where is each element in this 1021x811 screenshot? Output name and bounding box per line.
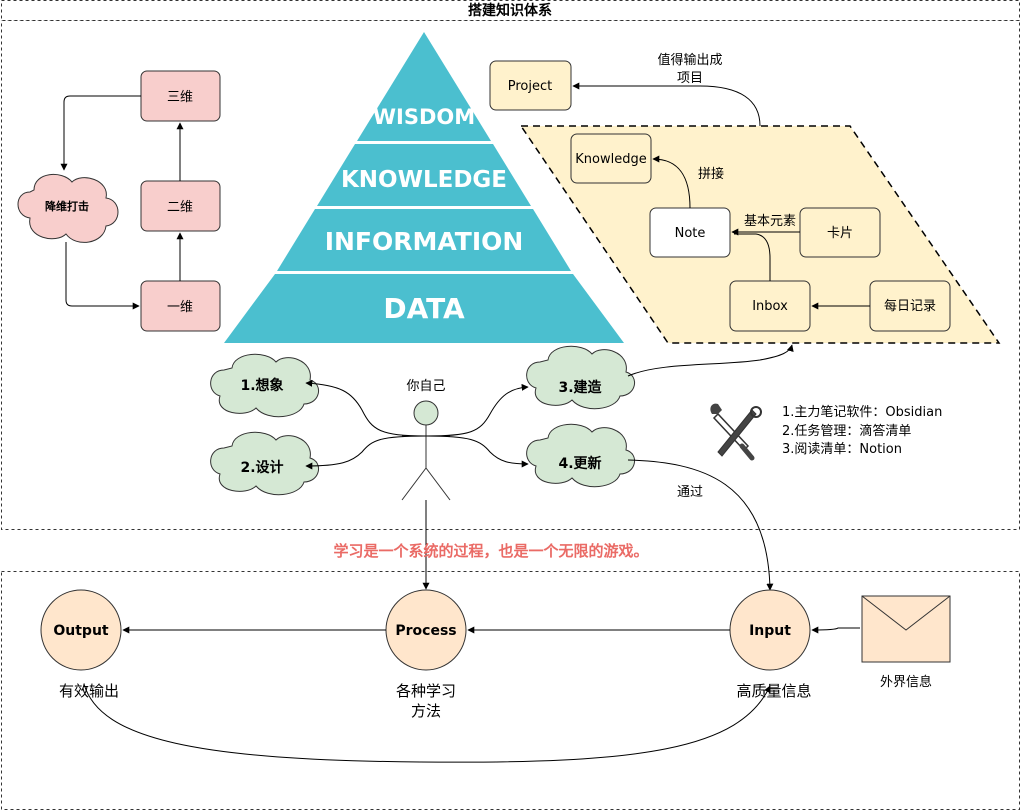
arrow-cloud-to-one — [65, 242, 140, 310]
output-node[interactable] — [40, 589, 122, 671]
arrow-actor-to-imagine — [305, 379, 427, 437]
imagine-label: 1.想象 — [240, 377, 283, 394]
actor-group: 你自己 1.想象 2.设计 3.建造 4.更新 通过 — [210, 344, 794, 591]
pyramid-data-layer — [224, 274, 624, 343]
dikw-pyramid: WISDOM KNOWLEDGE INFORMATION DATA — [224, 32, 624, 343]
arrow-actor-to-build — [425, 383, 529, 437]
dimension-stack: 三维 二维 一维 降维打击 — [17, 70, 221, 332]
splice-label: 拼接 — [698, 166, 724, 182]
actor-head[interactable] — [413, 400, 439, 426]
design-label: 2.设计 — [240, 459, 283, 476]
process-label: Process — [395, 623, 456, 639]
via-label: 通过 — [677, 485, 703, 500]
input-sublabel: 高质量信息 — [736, 682, 811, 700]
process-sublabel-line2: 方法 — [411, 702, 441, 720]
knowledge-label: Knowledge — [575, 152, 646, 167]
tool-line-1: 1.主力笔记软件：Obsidian — [782, 404, 942, 420]
title-bar — [1, 0, 1020, 21]
reduction-strike-cloud[interactable] — [17, 174, 119, 243]
pyramid-knowledge-layer — [317, 144, 531, 206]
actor-label: 你自己 — [406, 379, 445, 394]
output-sublabel: 有效输出 — [59, 682, 119, 700]
tools-group: 1.主力笔记软件：Obsidian 2.任务管理：滴答清单 3.阅读清单：Not… — [710, 403, 942, 461]
arrow-to-project — [572, 82, 761, 127]
arrow-three-to-cloud — [60, 95, 141, 171]
arrow-external-to-input — [811, 626, 860, 634]
io-flow: Output 有效输出 Process 各种学习 方法 Input 高质量信息 … — [40, 589, 951, 763]
pyramid-data-text: DATA — [383, 292, 465, 325]
top-frame — [1, 20, 1020, 530]
arrow-output-feedback-to-input — [83, 683, 771, 763]
project-label: Project — [508, 79, 552, 94]
dimension-three-label: 三维 — [167, 90, 193, 105]
update-label: 4.更新 — [558, 455, 601, 472]
arrow-actor-to-update — [425, 435, 529, 468]
diagram-title: 搭建知识体系 — [468, 2, 552, 19]
pyramid-knowledge-text: KNOWLEDGE — [341, 167, 507, 193]
pyramid-wisdom-layer — [357, 32, 491, 141]
inbox-label: Inbox — [752, 299, 788, 314]
imagine-cloud[interactable] — [210, 353, 319, 418]
update-cloud[interactable] — [526, 423, 635, 488]
external-info-label: 外界信息 — [880, 674, 932, 690]
note-label: Note — [675, 226, 706, 241]
project-edge-label-line2: 项目 — [677, 71, 703, 86]
dimension-one-label: 一维 — [167, 300, 193, 315]
pyramid-information-layer — [277, 209, 571, 271]
notes-system: Project Knowledge Note 卡片 Inbox 每日记录 值得输… — [489, 52, 1001, 344]
build-label: 3.建造 — [558, 379, 601, 396]
tools-icon — [710, 403, 762, 461]
project-box[interactable] — [489, 60, 572, 111]
knowledge-box[interactable] — [570, 133, 652, 184]
slogan-text: 学习是一个系统的过程，也是一个无限的游戏。 — [333, 542, 648, 560]
design-cloud[interactable] — [210, 431, 319, 496]
dimension-two-label: 二维 — [167, 200, 193, 215]
arrow-build-to-notes-system — [627, 344, 794, 377]
arrow-actor-to-design — [305, 435, 427, 470]
connector-inbox-to-note — [734, 233, 771, 281]
basic-elements-label-bg — [741, 212, 799, 228]
output-label: Output — [53, 623, 109, 639]
pyramid-wisdom-text: WISDOM — [373, 105, 475, 129]
input-label: Input — [749, 623, 791, 639]
pyramid-information-text: INFORMATION — [325, 227, 524, 256]
tool-line-2: 2.任务管理：滴答清单 — [782, 423, 911, 439]
envelope-flap — [861, 595, 951, 631]
actor-right-leg — [425, 467, 451, 501]
tool-line-3: 3.阅读清单：Notion — [782, 442, 902, 457]
arrow-note-to-knowledge — [652, 155, 691, 209]
process-sublabel-line1: 各种学习 — [396, 682, 456, 700]
project-edge-label-line1: 值得输出成 — [657, 52, 722, 68]
card-label: 卡片 — [827, 226, 853, 241]
basic-elements-label: 基本元素 — [744, 214, 796, 229]
actor-left-leg — [401, 467, 427, 501]
build-cloud[interactable] — [526, 345, 635, 410]
bottom-frame — [1, 571, 1020, 810]
daily-log-label: 每日记录 — [884, 298, 936, 314]
reduction-strike-label: 降维打击 — [45, 199, 89, 213]
arrow-update-to-input — [627, 459, 774, 591]
